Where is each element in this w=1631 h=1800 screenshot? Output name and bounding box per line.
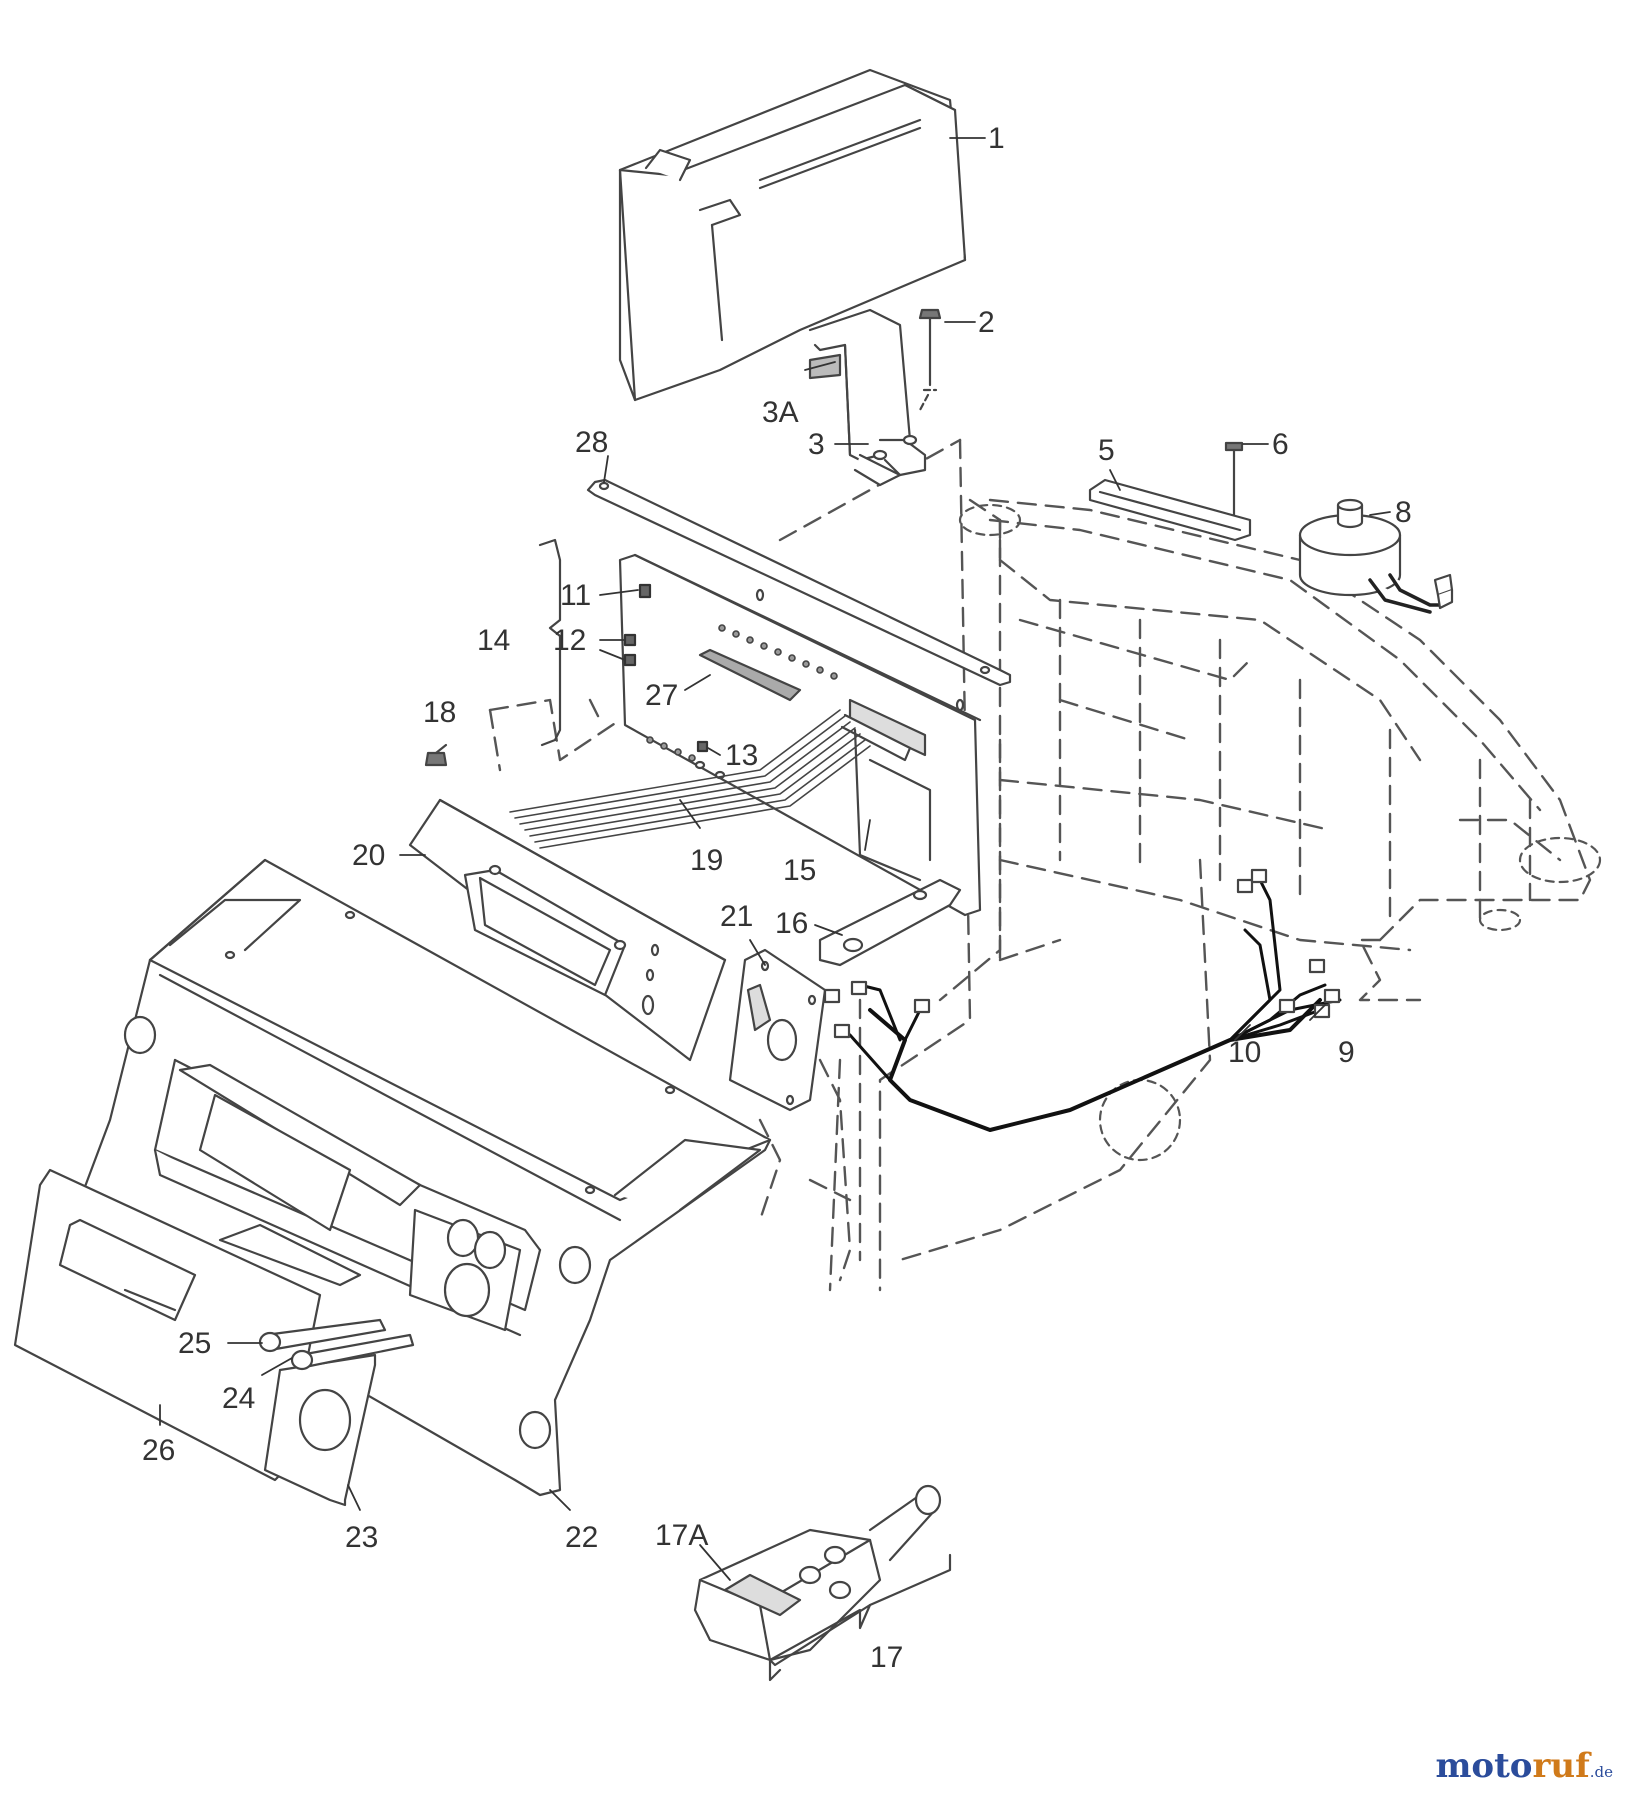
callout-11: 11 <box>560 579 591 612</box>
switch-plate-part-21 <box>728 948 827 1112</box>
plate-part-16 <box>818 878 962 967</box>
bracket-part-17 <box>768 1553 952 1682</box>
battery <box>618 68 967 402</box>
callout-6: 6 <box>1272 428 1289 461</box>
callout-17: 17 <box>870 1641 903 1674</box>
screw-part-6 <box>1224 441 1244 517</box>
screw-part-18 <box>424 743 448 767</box>
bracket-part-14 <box>538 538 562 747</box>
callout-9: 9 <box>1338 1036 1355 1069</box>
callout-28: 28 <box>575 426 608 459</box>
callout-1: 1 <box>988 122 1005 155</box>
knob-part-24 <box>290 1333 415 1371</box>
callout-26: 26 <box>142 1434 175 1467</box>
switch-panel-part-23 <box>263 1353 377 1507</box>
callout-23: 23 <box>345 1521 378 1554</box>
callout-15: 15 <box>783 854 816 887</box>
dashboard-console <box>78 858 772 1497</box>
callout-22: 22 <box>565 1521 598 1554</box>
callout-18: 18 <box>423 696 456 729</box>
callout-5: 5 <box>1098 434 1115 467</box>
callout-8: 8 <box>1395 496 1412 529</box>
callout-16: 16 <box>775 907 808 940</box>
callout-13: 13 <box>725 739 758 772</box>
buzzer-part-8 <box>1298 498 1454 614</box>
display-bezel <box>408 798 727 1062</box>
control-board <box>618 553 982 917</box>
callout-21: 21 <box>720 900 753 933</box>
bracket-part-5 <box>1088 478 1252 542</box>
wire-harness-part-10 <box>823 868 1342 1132</box>
ribbon-cable-part-19 <box>509 709 871 849</box>
watermark-part2: ruf <box>1532 1746 1590 1786</box>
callout-27: 27 <box>645 679 678 712</box>
callout-3: 3 <box>808 428 825 461</box>
battery-pad <box>808 353 842 380</box>
watermark-part1: moto <box>1435 1746 1533 1786</box>
callout-12: 12 <box>553 624 586 657</box>
callout-17a: 17A <box>655 1519 708 1552</box>
callout-10: 10 <box>1228 1036 1261 1069</box>
key-switch-part-17 <box>693 1484 942 1662</box>
watermark-logo: motoruf.de <box>1435 1746 1613 1786</box>
callout-3a: 3A <box>762 396 799 429</box>
callout-19: 19 <box>690 844 723 877</box>
rail-part-28 <box>586 478 1012 687</box>
callout-2: 2 <box>978 306 995 339</box>
display-strip-part-27 <box>698 648 802 702</box>
battery-clamp <box>808 308 927 487</box>
callout-14: 14 <box>477 624 510 657</box>
chassis-holes <box>958 503 1602 1162</box>
callout-20: 20 <box>352 839 385 872</box>
chassis-frame <box>488 438 1592 1292</box>
bolt-part-2 <box>918 308 942 412</box>
watermark-suffix: .de <box>1589 1763 1613 1781</box>
bracket-part-15 <box>853 728 932 882</box>
knob-part-25 <box>258 1318 387 1353</box>
callout-labels: 1 2 3A 3 28 5 6 8 11 14 12 27 18 13 20 1… <box>142 122 1412 1674</box>
leader-lines <box>159 137 1391 1581</box>
callout-24: 24 <box>222 1382 255 1415</box>
callout-25: 25 <box>178 1327 211 1360</box>
